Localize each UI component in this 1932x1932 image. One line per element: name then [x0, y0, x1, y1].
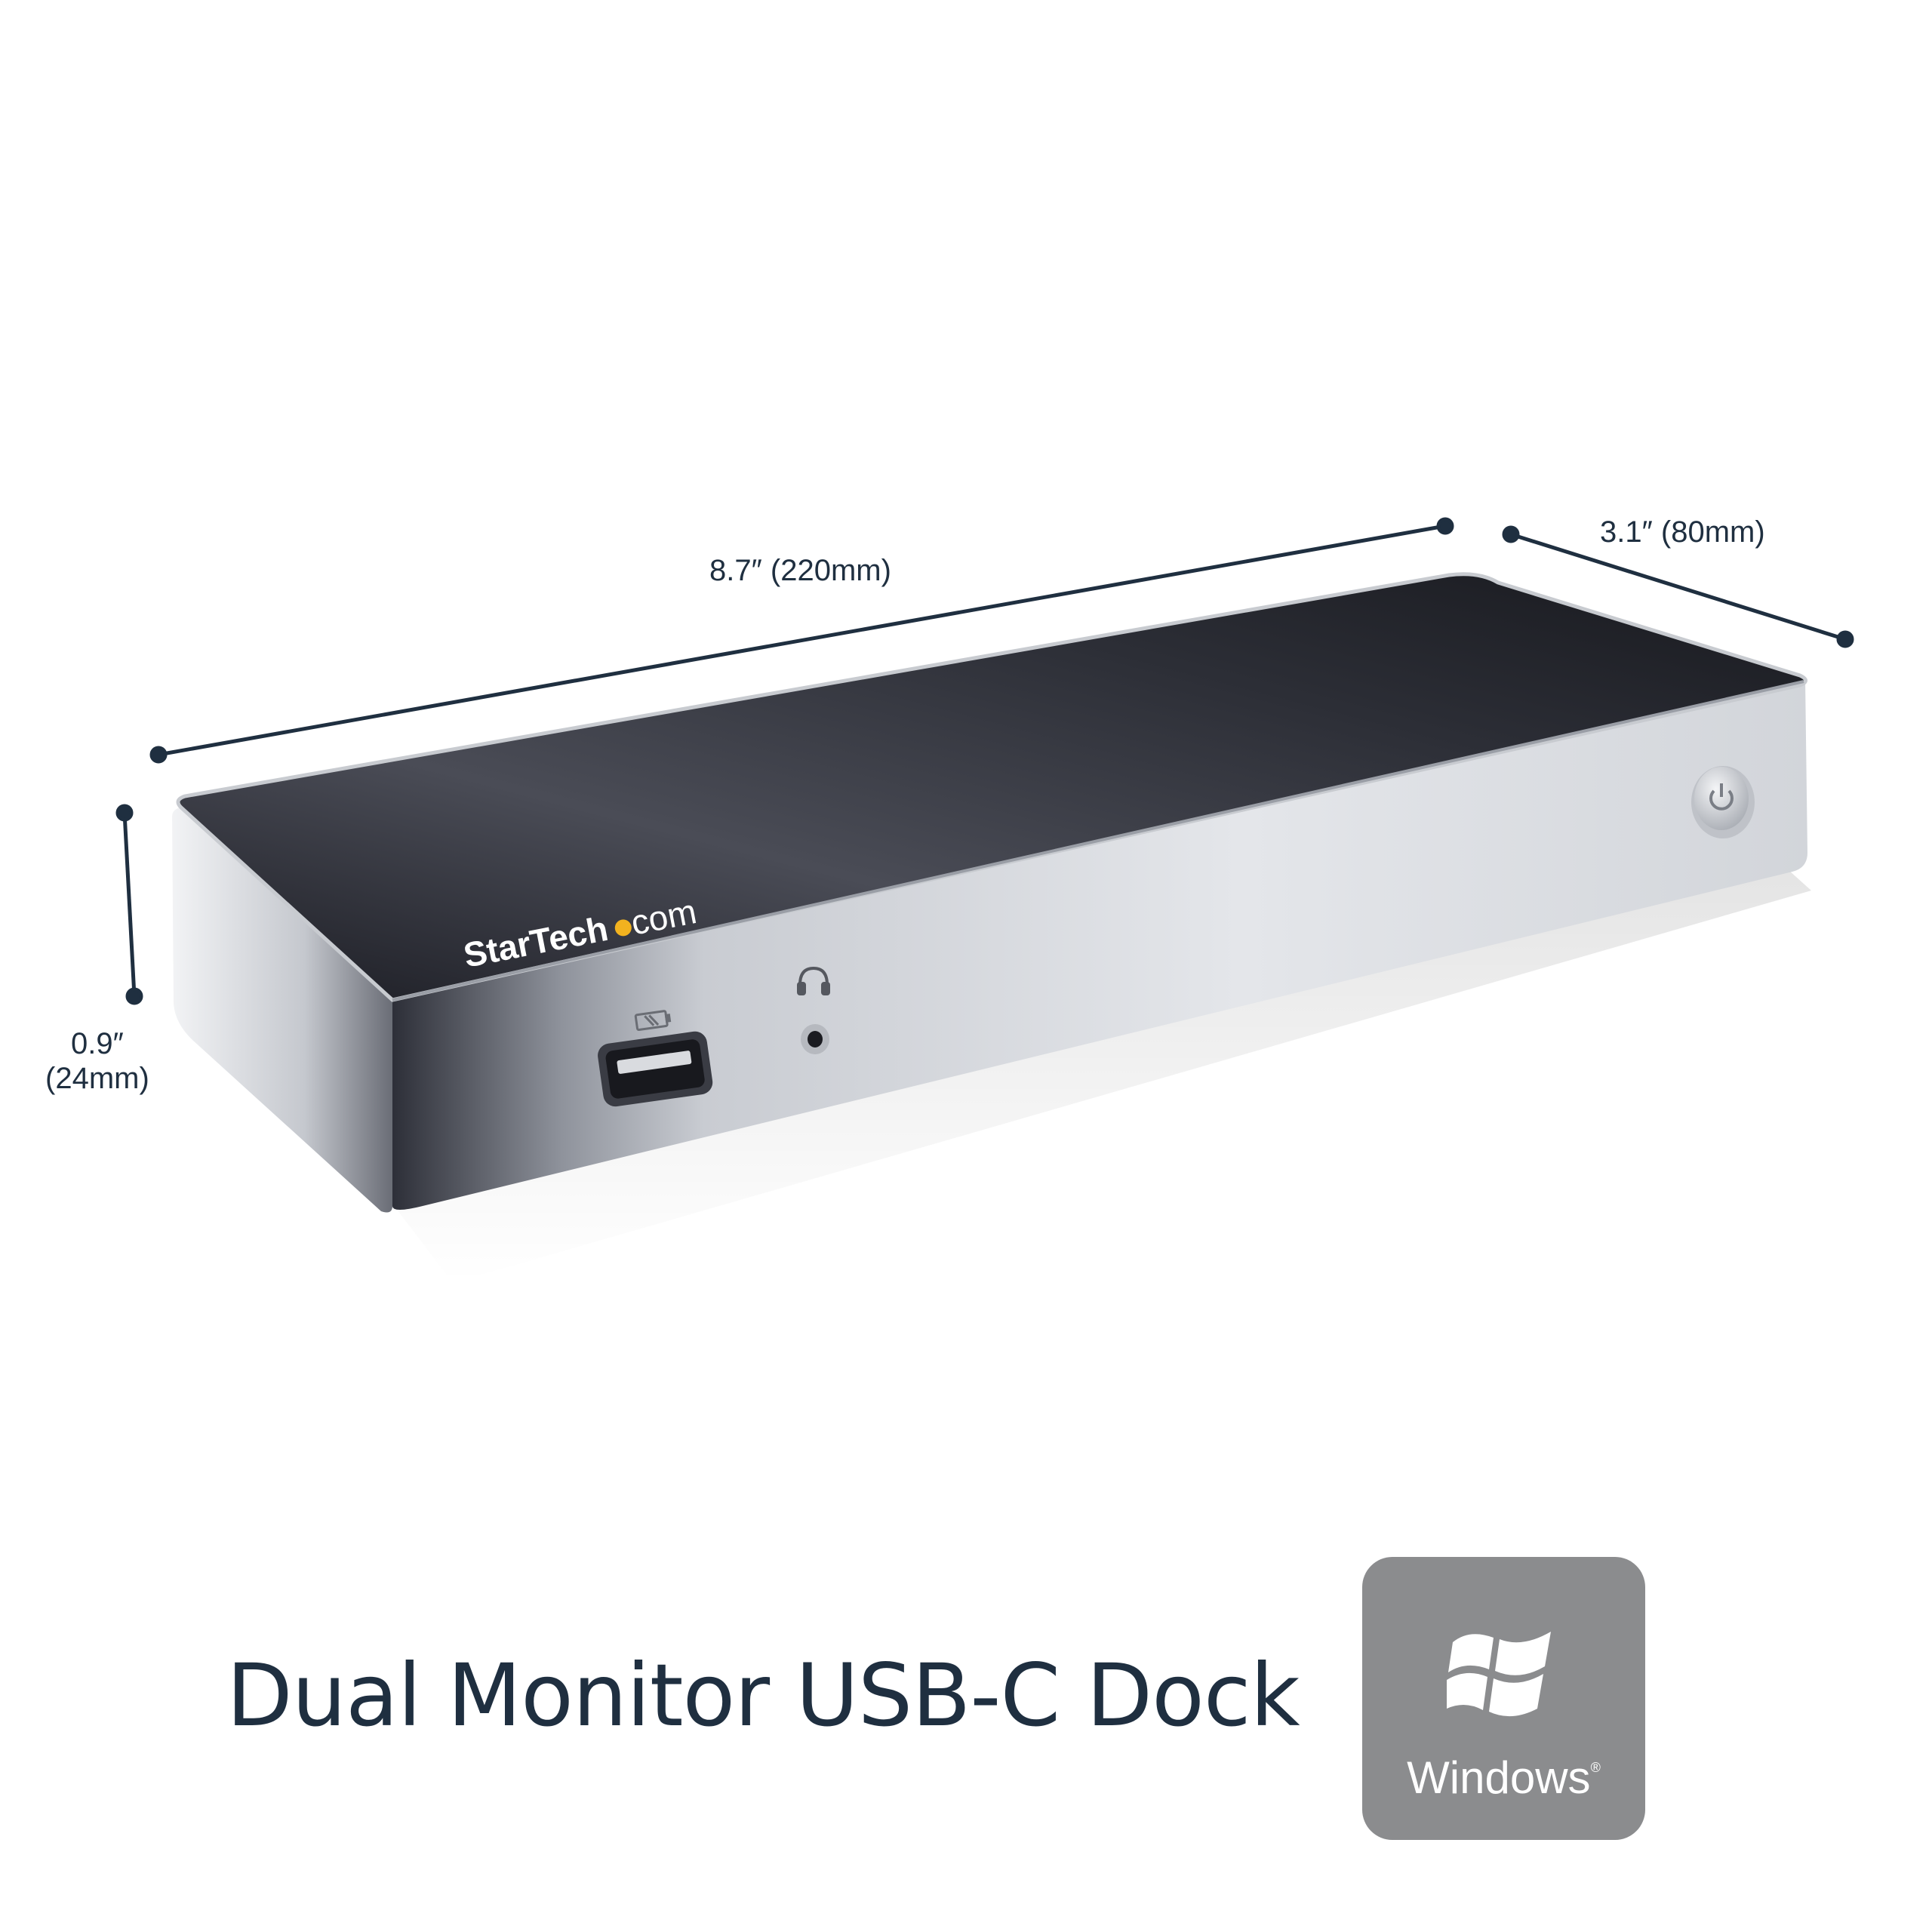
windows-label: Windows®	[1362, 1752, 1645, 1804]
audio-jack	[801, 1024, 829, 1054]
dock-top-surface	[176, 572, 1807, 1002]
dimension-line-length	[149, 517, 1454, 764]
dock-front-face	[392, 679, 1807, 1210]
power-icon	[1709, 783, 1734, 811]
dimension-line-width	[1502, 525, 1854, 648]
height-value: 0.9″	[71, 1027, 124, 1060]
windows-word: Windows	[1407, 1752, 1591, 1803]
length-dimension-label: 8.7″ (220mm)	[709, 554, 891, 587]
dimension-line-height	[115, 804, 143, 1005]
brand-dot	[614, 919, 632, 937]
usb-a-port	[598, 1031, 713, 1107]
windows-logo-icon	[1447, 1632, 1551, 1717]
dock-left-side	[172, 808, 392, 1213]
windows-badge: Windows®	[1362, 1557, 1645, 1840]
dock-top-edge	[392, 680, 1804, 1001]
dock-shadow	[392, 857, 1811, 1283]
product-title: Dual Monitor USB-C Dock	[226, 1645, 1300, 1746]
height-metric: (24mm)	[45, 1062, 149, 1095]
width-dimension-label: 3.1″ (80mm)	[1600, 515, 1765, 549]
height-dimension-label: 0.9″ (24mm)	[45, 1026, 149, 1096]
battery-charge-icon	[634, 1010, 672, 1032]
registered-mark: ®	[1590, 1760, 1601, 1775]
power-button	[1691, 766, 1755, 838]
headphones-icon	[797, 966, 830, 995]
